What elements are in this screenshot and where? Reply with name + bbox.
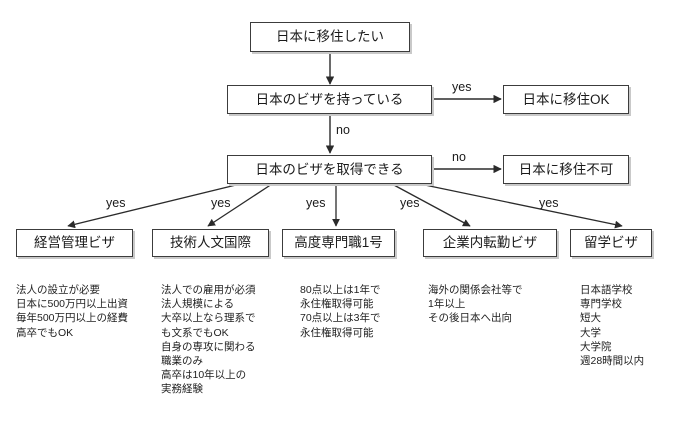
edge-label-has-visa-yes: yes: [452, 80, 472, 94]
notes-visa-gijutsu-jinbun: 法人での雇用が必須 法人規模による 大卒以上なら理系で も文系でもOK 自身の専…: [161, 284, 256, 396]
node-migrate-not-possible[interactable]: 日本に移住不可: [503, 155, 629, 184]
node-visa-ryugaku[interactable]: 留学ビザ: [570, 229, 652, 257]
node-visa-kigyonai-tenkin[interactable]: 企業内転勤ビザ: [423, 229, 557, 257]
edge-branch-4: [391, 183, 471, 227]
node-visa-gijutsu-jinbun[interactable]: 技術人文国際: [152, 229, 269, 257]
node-can-get-japan-visa[interactable]: 日本のビザを取得できる: [227, 155, 432, 184]
edge-branch-5: [419, 183, 623, 229]
node-visa-kodo-senmon[interactable]: 高度専門職1号: [282, 229, 395, 257]
edge-label-branch-4-yes: yes: [400, 196, 420, 210]
edge-label-branch-1-yes: yes: [106, 196, 126, 210]
notes-visa-kigyonai-tenkin: 海外の関係会社等で 1年以上 その後日本へ出向: [428, 284, 523, 325]
edge-branch-2: [207, 183, 273, 227]
edge-label-branch-3-yes: yes: [306, 196, 326, 210]
notes-visa-ryugaku: 日本語学校 専門学校 短大 大学 大学院 週28時間以内: [580, 284, 645, 368]
edge-branch-1: [67, 183, 241, 229]
notes-visa-keiei-kanri: 法人の設立が必要 日本に500万円以上出資 毎年500万円以上の経費 高卒でもO…: [16, 284, 129, 339]
node-has-japan-visa[interactable]: 日本のビザを持っている: [227, 85, 432, 114]
node-migrate-to-japan[interactable]: 日本に移住したい: [250, 22, 410, 52]
node-migrate-ok[interactable]: 日本に移住OK: [503, 85, 629, 114]
node-visa-keiei-kanri[interactable]: 経営管理ビザ: [16, 229, 133, 257]
edge-label-branch-2-yes: yes: [211, 196, 231, 210]
notes-visa-kodo-senmon: 80点以上は1年で 永住権取得可能 70点以上は3年で 永住権取得可能: [300, 284, 381, 339]
edge-label-can-get-visa-no: no: [452, 150, 466, 164]
edge-label-has-visa-no: no: [336, 123, 350, 137]
edge-label-branch-5-yes: yes: [539, 196, 559, 210]
